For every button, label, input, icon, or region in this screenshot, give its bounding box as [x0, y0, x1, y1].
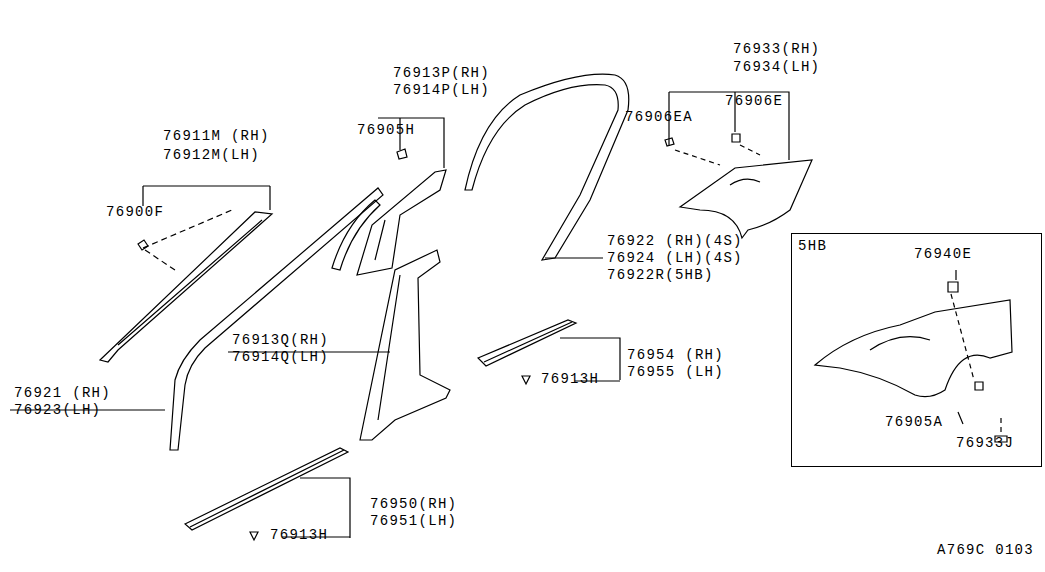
bracket — [669, 92, 789, 160]
leader-line — [675, 145, 760, 165]
callout-number: 76913H — [270, 528, 328, 543]
weatherstrip — [170, 188, 383, 450]
inset-frame: 5HB — [791, 233, 1042, 467]
callout-number: 76923(LH) — [14, 403, 101, 418]
callout-number: 76914Q(LH) — [232, 350, 329, 365]
callout-number: 76912M(LH) — [163, 148, 260, 163]
callout-number: 76913H — [541, 372, 599, 387]
callout-number: 76955 (LH) — [627, 365, 724, 380]
callout-number: 76906E — [725, 94, 783, 109]
callout-number: 76913P(RH) — [393, 66, 490, 81]
callout-number: 76934(LH) — [733, 60, 820, 75]
clip — [397, 149, 407, 159]
callout-number: 76951(LH) — [370, 514, 457, 529]
callout-number: 76933J — [956, 436, 1014, 451]
leader-line — [951, 294, 1001, 432]
callout-number: 76905H — [357, 123, 415, 138]
callout-number: 76922R(5HB) — [607, 268, 714, 283]
callout-number: 76940E — [914, 247, 972, 262]
drawing-code: A769C 0103 — [937, 543, 1034, 558]
clip — [665, 134, 740, 146]
callout-number: 76954 (RH) — [627, 348, 724, 363]
clip — [250, 532, 258, 540]
weatherstrip — [465, 74, 629, 260]
callout-number: 76911M (RH) — [163, 129, 270, 144]
quarter-trim — [680, 160, 812, 238]
pillar-trim — [357, 170, 446, 275]
pillar-trim — [360, 250, 450, 440]
callout-number: 76906EA — [625, 110, 693, 125]
callout-number: 76921 (RH) — [14, 386, 111, 401]
callout-number: 76924 (LH)(4S) — [607, 251, 743, 266]
callout-number: 76900F — [106, 205, 164, 220]
callout-number: 76950(RH) — [370, 497, 457, 512]
pillar-trim — [332, 200, 380, 270]
kicking-plate — [185, 448, 348, 530]
leader-line — [956, 270, 963, 424]
callout-number: 76905A — [885, 415, 943, 430]
kicking-plate — [478, 320, 576, 366]
clip — [522, 376, 530, 384]
clip — [948, 282, 1007, 442]
clip — [138, 240, 148, 250]
callout-number: 76922 (RH)(4S) — [607, 234, 743, 249]
callout-number: 76914P(LH) — [393, 83, 490, 98]
callout-number: 76913Q(RH) — [232, 333, 329, 348]
leader-line — [145, 250, 175, 270]
callout-number: 76933(RH) — [733, 42, 820, 57]
